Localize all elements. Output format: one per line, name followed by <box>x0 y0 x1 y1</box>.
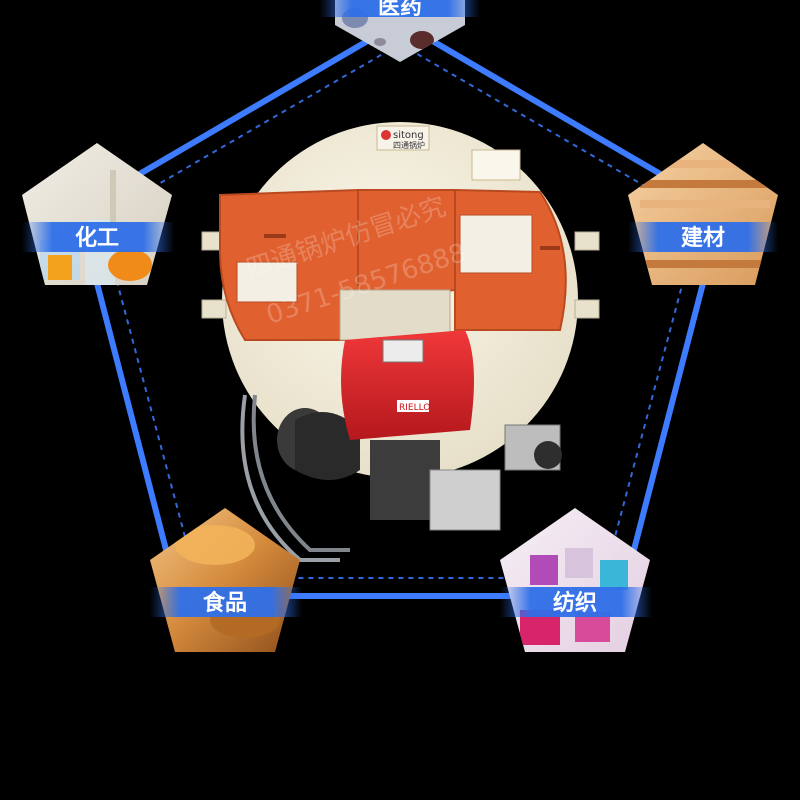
brand-logo-en: sitong <box>393 130 424 141</box>
industry-tile-textile: 纺织 <box>500 508 652 652</box>
industry-tile-chemical: 化工 <box>22 143 174 285</box>
industry-label-chemical: 化工 <box>75 225 119 251</box>
brand-logo: sitong 四通锅炉 <box>376 125 430 151</box>
industry-label-textile: 纺织 <box>553 590 597 616</box>
boiler-image: sitong 四通锅炉 RIELLO <box>201 122 600 562</box>
industry-label-pharma: 医药 <box>378 0 422 20</box>
industry-tile-food: 食品 <box>150 508 302 652</box>
brand-logo-cn: 四通锅炉 <box>393 140 425 150</box>
industry-label-food: 食品 <box>203 590 247 616</box>
burner-brand: RIELLO <box>399 403 430 413</box>
industry-label-building: 建材 <box>681 226 725 251</box>
industry-tile-building: 建材 <box>628 143 778 285</box>
